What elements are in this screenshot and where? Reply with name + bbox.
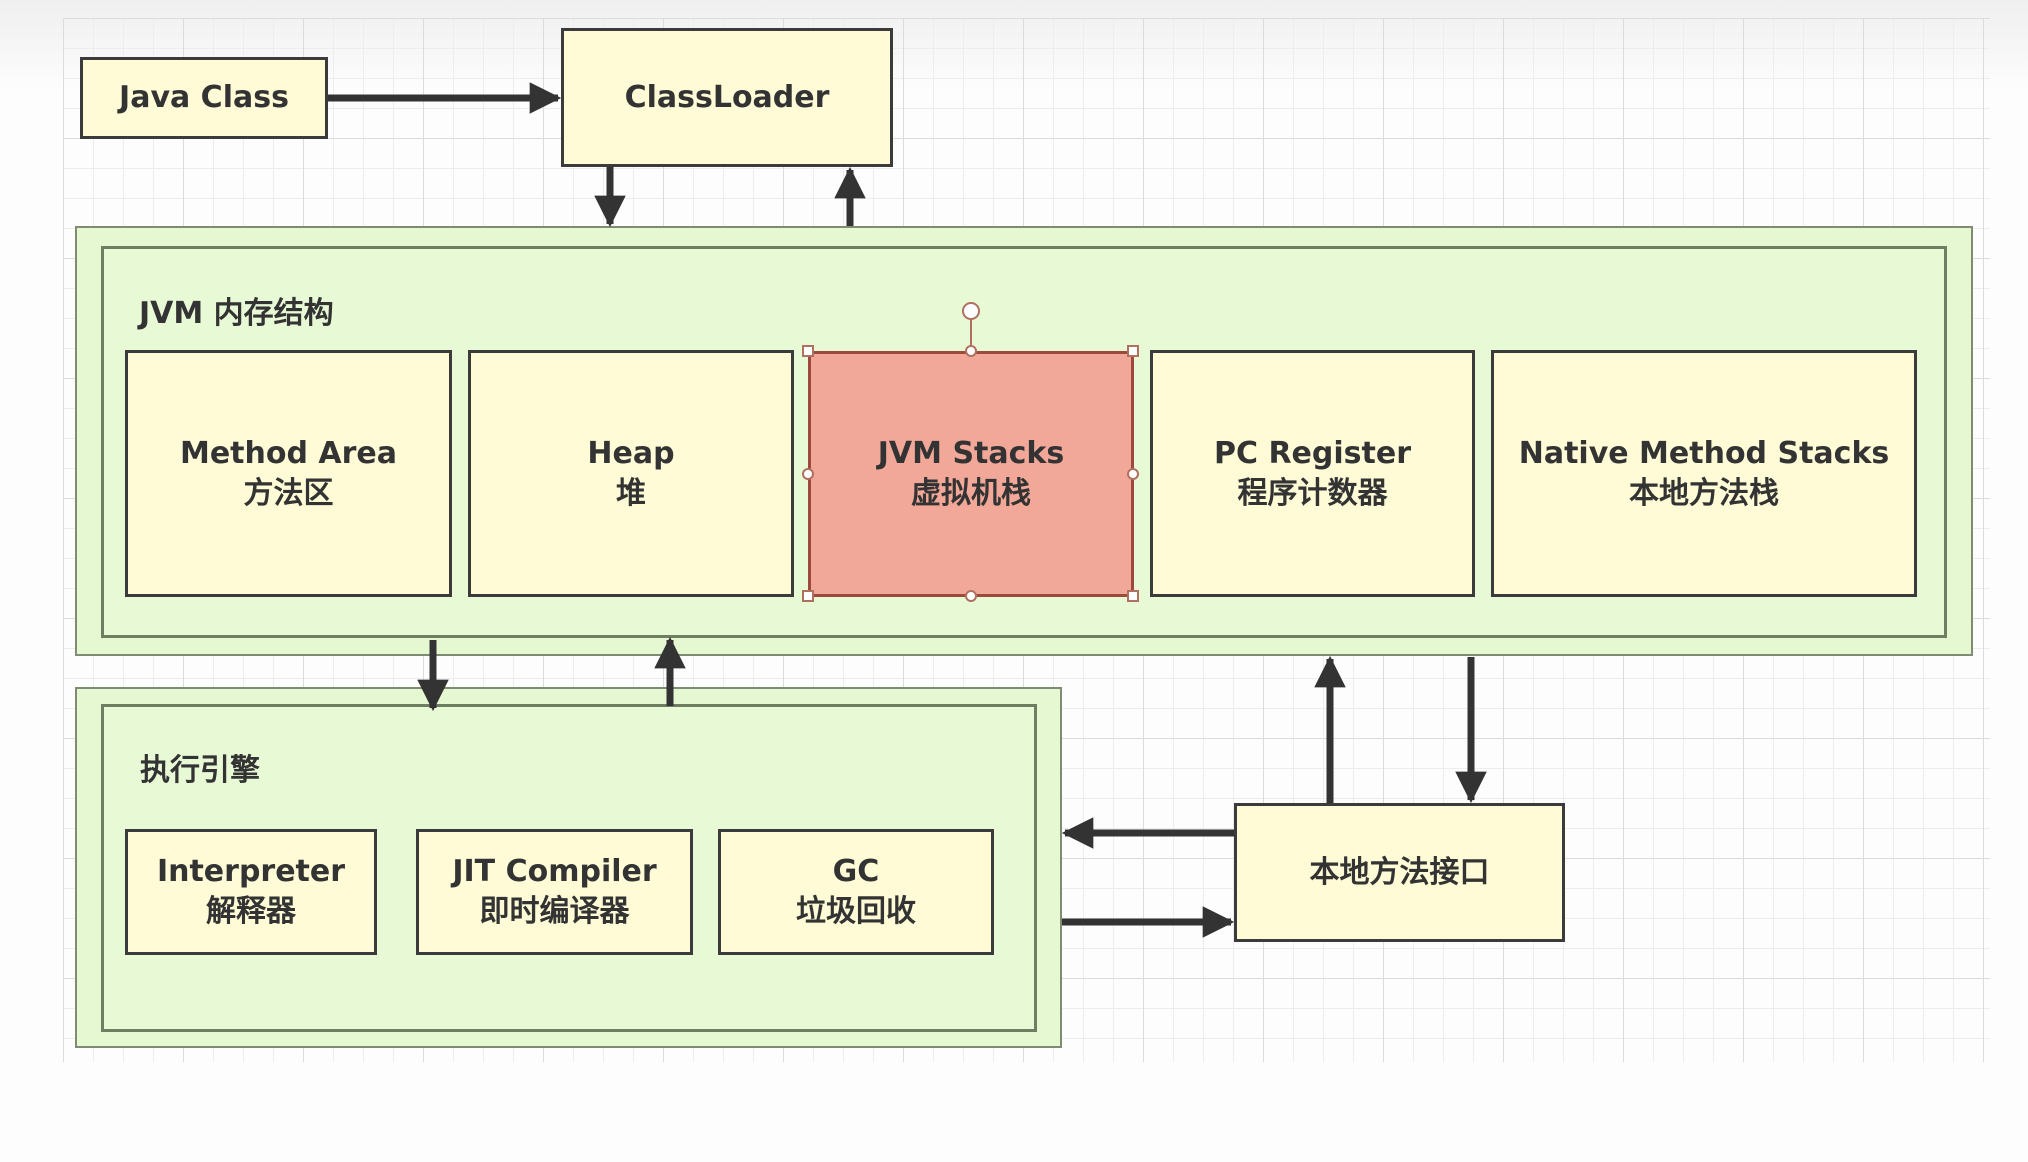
native-interface-label: 本地方法接口 (1309, 854, 1490, 890)
heap-label-en: Heap (587, 435, 675, 471)
execution-engine-title: 执行引擎 (140, 753, 260, 788)
heap-node[interactable]: Heap 堆 (468, 350, 794, 597)
native-method-stacks-label-en: Native Method Stacks (1518, 435, 1890, 471)
resize-handle-sw[interactable] (802, 590, 814, 602)
resize-handle-ne[interactable] (1127, 345, 1139, 357)
classloader-label: ClassLoader (624, 79, 830, 115)
jit-compiler-node[interactable]: JIT Compiler 即时编译器 (416, 829, 693, 955)
java-class-label: Java Class (119, 80, 289, 115)
rotate-handle[interactable] (962, 302, 980, 320)
jit-compiler-label-en: JIT Compiler (452, 854, 657, 889)
method-area-node[interactable]: Method Area 方法区 (125, 350, 452, 597)
jvm-memory-title: JVM 内存结构 (139, 296, 334, 331)
jvm-stacks-label-zh: 虚拟机栈 (911, 476, 1031, 511)
resize-handle-e[interactable] (1127, 468, 1139, 480)
interpreter-node[interactable]: Interpreter 解释器 (125, 829, 377, 955)
method-area-label-zh: 方法区 (243, 475, 334, 511)
resize-handle-nw[interactable] (802, 345, 814, 357)
native-method-stacks-label-zh: 本地方法栈 (1629, 475, 1779, 511)
resize-handle-n[interactable] (965, 345, 977, 357)
pc-register-label-zh: 程序计数器 (1237, 475, 1388, 511)
jit-compiler-label-zh: 即时编译器 (479, 894, 630, 929)
java-class-node[interactable]: Java Class (80, 57, 328, 139)
native-method-stacks-node[interactable]: Native Method Stacks 本地方法栈 (1491, 350, 1917, 597)
method-area-label-en: Method Area (179, 435, 398, 471)
classloader-node[interactable]: ClassLoader (561, 28, 893, 167)
gc-label-en: GC (832, 854, 880, 889)
resize-handle-s[interactable] (965, 590, 977, 602)
interpreter-label-zh: 解释器 (206, 894, 296, 929)
gc-label-zh: 垃圾回收 (796, 894, 916, 929)
heap-label-zh: 堆 (616, 475, 646, 511)
resize-handle-w[interactable] (802, 468, 814, 480)
jvm-stacks-label-en: JVM Stacks (877, 436, 1065, 471)
pc-register-node[interactable]: PC Register 程序计数器 (1150, 350, 1475, 597)
interpreter-label-en: Interpreter (156, 854, 346, 889)
native-interface-node[interactable]: 本地方法接口 (1234, 803, 1565, 942)
gc-node[interactable]: GC 垃圾回收 (718, 829, 994, 955)
resize-handle-se[interactable] (1127, 590, 1139, 602)
pc-register-label-en: PC Register (1214, 435, 1411, 471)
